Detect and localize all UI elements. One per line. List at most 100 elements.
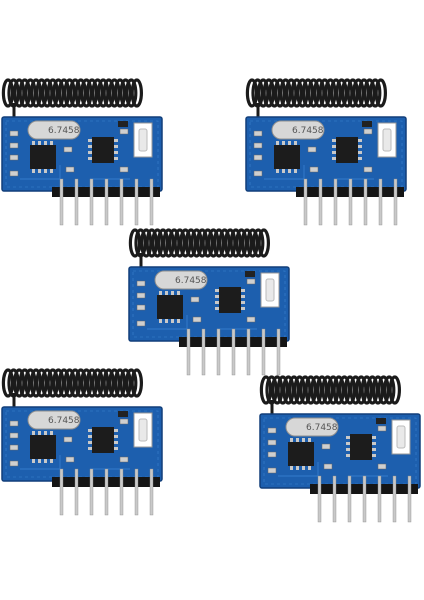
antenna-turn xyxy=(134,228,147,258)
header-pin xyxy=(392,475,397,523)
antenna-turn xyxy=(326,375,340,405)
antenna-turn xyxy=(68,368,82,398)
pcb-board xyxy=(1,116,163,226)
antenna-turn xyxy=(41,78,54,108)
header-pin xyxy=(74,468,79,516)
header-pin xyxy=(134,178,139,226)
antenna-turn xyxy=(108,368,121,398)
antenna-turn xyxy=(128,228,142,258)
antenna-turn xyxy=(299,375,312,405)
header-pin xyxy=(332,475,337,523)
header-pin xyxy=(134,468,139,516)
antenna-turn xyxy=(265,375,278,405)
header-pin xyxy=(347,475,352,523)
antenna-turn xyxy=(245,78,259,108)
antenna-turn xyxy=(207,228,220,258)
antenna-turn xyxy=(156,228,170,258)
crystal-oscillator xyxy=(27,120,81,140)
antenna-turn xyxy=(290,78,304,108)
antenna-turn xyxy=(360,375,374,405)
antenna-turn xyxy=(7,368,20,398)
antenna-coil xyxy=(1,78,143,123)
antenna-turn xyxy=(201,228,215,258)
antenna-turn xyxy=(259,375,273,405)
antenna-turn xyxy=(151,228,164,258)
header-pin xyxy=(119,468,124,516)
decoder-chip xyxy=(350,434,372,460)
antenna-turn xyxy=(29,78,43,108)
pcb-board xyxy=(128,266,290,376)
antenna-turn xyxy=(46,78,60,108)
header-pin xyxy=(378,178,383,226)
crystal-oscillator xyxy=(285,417,339,437)
antenna-turn xyxy=(91,78,104,108)
antenna-coil xyxy=(259,375,401,420)
antenna-turn xyxy=(321,375,334,405)
antenna-turn xyxy=(96,368,110,398)
header-pin xyxy=(333,178,338,226)
antenna-turn xyxy=(235,228,248,258)
antenna-turn xyxy=(7,78,20,108)
antenna-turn xyxy=(102,78,116,108)
antenna-turn xyxy=(184,228,198,258)
antenna-turn xyxy=(251,78,264,108)
rf-chip xyxy=(30,435,56,459)
antenna-turn xyxy=(108,78,121,108)
antenna-turn xyxy=(74,368,88,398)
antenna-turn xyxy=(312,78,326,108)
antenna-turn xyxy=(102,368,116,398)
rf-module-bottom-left: 6.7458 xyxy=(1,368,163,516)
antenna-turn xyxy=(301,78,315,108)
antenna-turn xyxy=(271,375,284,405)
antenna-turn xyxy=(307,78,320,108)
antenna-turn xyxy=(276,375,289,405)
rf-module-top-left: 6.7458 xyxy=(1,78,163,226)
antenna-turn xyxy=(74,78,88,108)
antenna-turn xyxy=(229,228,243,258)
header-pin xyxy=(74,178,79,226)
antenna-turn xyxy=(119,78,132,108)
antenna-turn xyxy=(363,78,376,108)
header-pin xyxy=(261,328,266,376)
antenna-turn xyxy=(257,228,270,258)
antenna-turn xyxy=(382,375,396,405)
rf-chip xyxy=(288,442,314,466)
antenna-turn xyxy=(282,375,295,405)
antenna-turn xyxy=(113,78,127,108)
antenna-turn xyxy=(85,78,99,108)
decoder-chip xyxy=(92,427,114,453)
header-pin xyxy=(231,328,236,376)
crystal-label: 6.7458 xyxy=(48,126,80,136)
header-pin xyxy=(59,468,64,516)
antenna-turn xyxy=(324,78,337,108)
antenna-turn xyxy=(223,228,237,258)
antenna-turn xyxy=(1,368,15,398)
header-pin xyxy=(89,468,94,516)
decoder-chip xyxy=(219,287,241,313)
antenna-turn xyxy=(41,368,54,398)
antenna-turn xyxy=(57,78,71,108)
antenna-coil xyxy=(128,228,270,273)
antenna-turn xyxy=(287,375,301,405)
antenna-turn xyxy=(85,368,99,398)
rf-chip xyxy=(157,295,183,319)
antenna-turn xyxy=(349,375,362,405)
header-pin xyxy=(318,178,323,226)
header-pin xyxy=(149,468,154,516)
antenna-turn xyxy=(285,78,298,108)
antenna-turn xyxy=(240,228,254,258)
antenna-turn xyxy=(340,78,354,108)
antenna-turn xyxy=(13,78,26,108)
rf-module-bottom-right: 6.7458 xyxy=(259,375,421,523)
header-pin xyxy=(393,178,398,226)
antenna-turn xyxy=(29,368,43,398)
antenna-turn xyxy=(35,368,48,398)
antenna-turn xyxy=(91,368,104,398)
antenna-turn xyxy=(130,78,143,108)
antenna-turn xyxy=(80,368,93,398)
pcb-board xyxy=(245,116,407,226)
antenna-turn xyxy=(335,78,348,108)
antenna-turn xyxy=(357,78,371,108)
decoder-chip xyxy=(92,137,114,163)
antenna-turn xyxy=(352,78,365,108)
